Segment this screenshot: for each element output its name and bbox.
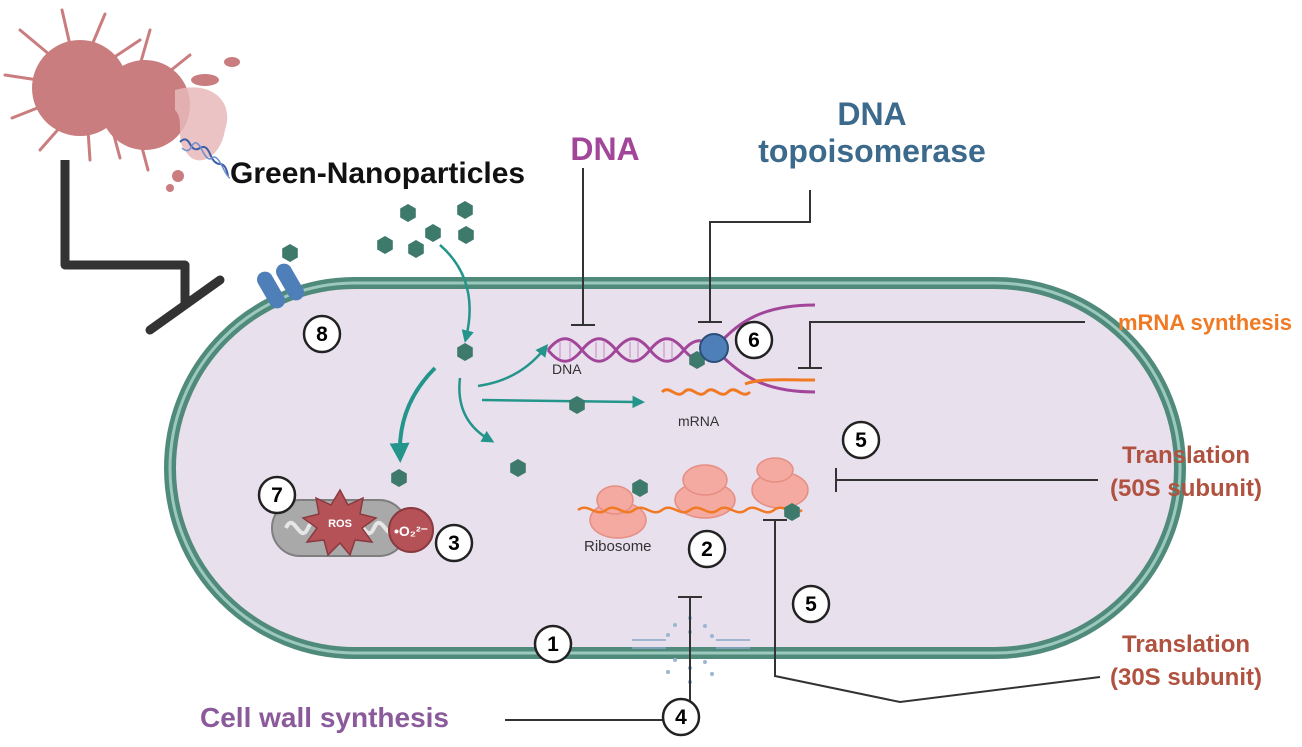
svg-text:5: 5 [855, 429, 867, 452]
marker-3: 3 [434, 523, 474, 563]
cell-wall-inner [168, 281, 1182, 655]
translation-50s-label-2: (50S subunit) [1110, 475, 1262, 502]
translation-50s-label-1: Translation [1122, 442, 1250, 469]
superoxide-icon [388, 507, 434, 553]
translation-30s-label-1: Translation [1122, 631, 1250, 658]
svg-text:7: 7 [271, 484, 283, 507]
cell-wall-synthesis-label: Cell wall synthesis [200, 702, 449, 733]
marker-5b: 5 [791, 584, 831, 624]
dna-helix-icon [546, 337, 716, 363]
porin-channel-icon [257, 263, 304, 309]
marker-5a: 5 [841, 420, 881, 460]
entry-arrow [439, 244, 474, 343]
action-arrows [389, 344, 645, 463]
svg-text:4: 4 [675, 706, 687, 729]
dna-target-label: DNA [570, 131, 639, 167]
superoxide-label: •O₂²⁻ [394, 523, 428, 539]
mrna-transcript [744, 378, 816, 386]
dna-topoisomerase-label-1: DNA [837, 96, 906, 132]
svg-text:2: 2 [701, 538, 713, 561]
svg-text:1: 1 [547, 633, 559, 656]
mrna-wave-icon [660, 388, 752, 396]
topoisomerase-icon [699, 333, 729, 363]
dna-small-label: DNA [552, 361, 582, 377]
nanoparticle-cluster [377, 201, 474, 258]
marker-7: 7 [257, 475, 297, 515]
inhibition-bar [145, 275, 225, 335]
svg-text:8: 8 [316, 323, 328, 346]
inhibition-connector [60, 160, 190, 305]
translation-30s-label-2: (30S subunit) [1110, 664, 1262, 691]
svg-text:6: 6 [748, 329, 760, 352]
nanoparticle-icon [282, 244, 298, 262]
mrna-synthesis-label: mRNA synthesis [1118, 310, 1292, 335]
marker-6: 6 [734, 320, 774, 360]
ros-label: ROS [328, 518, 352, 530]
svg-text:3: 3 [448, 532, 460, 555]
ros-burst-icon [301, 488, 378, 557]
marker-8: 8 [302, 314, 342, 354]
marker-1: 1 [533, 624, 573, 664]
svg-text:5: 5 [805, 593, 817, 616]
marker-2: 2 [687, 529, 727, 569]
ribosome-icons [577, 457, 809, 539]
replication-fork [716, 303, 816, 394]
ribosome-label: Ribosome [584, 538, 652, 555]
lysing-bacterium-icon [3, 8, 240, 192]
green-nanoparticles-label: Green-Nanoparticles [230, 157, 525, 190]
dna-rungs [559, 341, 673, 359]
mrna-small-label: mRNA [678, 413, 720, 429]
marker-4: 4 [661, 697, 701, 737]
dna-topoisomerase-label-2: topoisomerase [758, 133, 986, 169]
